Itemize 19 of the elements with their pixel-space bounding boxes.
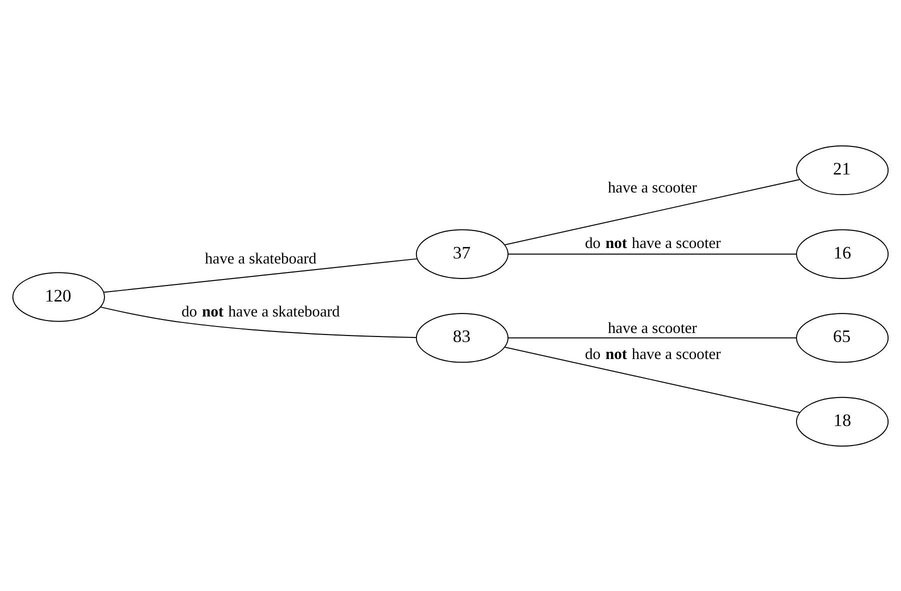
connector <box>508 336 797 338</box>
connector <box>103 258 418 292</box>
edge-label: do not have a scooter <box>585 346 721 363</box>
connector <box>508 253 797 254</box>
node-ellipse: 21 <box>796 144 889 195</box>
edge-label: have a skateboard <box>204 250 316 268</box>
edge-label: have a scooter <box>608 319 698 336</box>
connector <box>504 178 800 245</box>
node-ellipse: 18 <box>796 396 889 446</box>
node-ellipse: 16 <box>796 228 889 278</box>
node-ellipse: 83 <box>416 312 508 362</box>
edge-label: do not have a scooter <box>585 234 721 252</box>
edge-label: do not have a skateboard <box>181 302 340 320</box>
node-ellipse: 120 <box>12 272 105 322</box>
edge-label: have a scooter <box>608 178 698 196</box>
connector <box>504 346 800 412</box>
node-ellipse: 37 <box>416 228 508 278</box>
connector <box>100 306 416 338</box>
node-ellipse: 65 <box>796 312 889 362</box>
